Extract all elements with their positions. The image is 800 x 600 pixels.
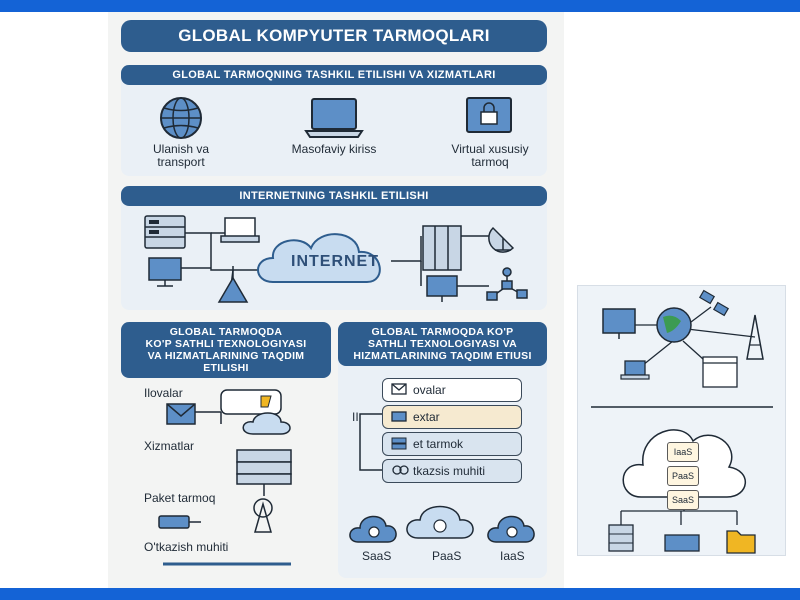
heading-line: ETILISHI [203, 362, 249, 374]
heading-line: KO'P SATHLI TEXNOLOGIYASI [145, 338, 307, 350]
cloud-label-paas: PaaS [432, 549, 462, 563]
item-remote-access-line1: Masofaviy kiriss [291, 142, 377, 156]
stack-layer-applications: ovalar [382, 378, 522, 402]
internet-cloud-icon [257, 233, 381, 283]
stack-bracket [359, 413, 382, 471]
label-transmission-medium: O'tkazish muhiti [144, 540, 229, 554]
label-services: Xizmatlar [144, 439, 195, 453]
stack-layer-label: extar [413, 410, 440, 424]
server-rack-icon [144, 215, 186, 249]
antenna-tower-icon [217, 266, 249, 303]
server-icon [391, 437, 407, 450]
side-network-illustration [591, 289, 773, 554]
internet-cloud-label: INTERNET [291, 253, 379, 270]
stack-layer-services: extar [382, 405, 522, 429]
side-browser-icon [702, 356, 738, 388]
saas-cloud-icon [349, 515, 397, 543]
lock-monitor-icon [466, 97, 512, 133]
server-stack-icon [236, 449, 292, 496]
side-server-icon [608, 524, 634, 552]
item-vpn-line2: tarmoq [471, 155, 509, 169]
services-cloud-icon [242, 412, 291, 435]
link-icon [392, 465, 409, 475]
side-tag-paas: PaaS [667, 466, 699, 486]
item-connection-line2: transport [157, 155, 205, 169]
heading-line: VA HIZMATLARINING TAQDIM [147, 350, 305, 362]
stack-layer-label: ovalar [413, 383, 446, 397]
side-storage-icon [664, 534, 700, 552]
side-globe-icon [656, 307, 692, 343]
label-packet-network: Paket tarmoq [144, 491, 216, 505]
globe-icon [160, 97, 202, 139]
cable-icon [158, 515, 201, 529]
screen-icon [391, 411, 407, 422]
section-global-network-heading: GLOBAL TARMOQNING TASHKIL ETILISHI VA XI… [121, 65, 547, 85]
cloud-label-saas: SaaS [362, 549, 392, 563]
building-servers-icon [422, 225, 462, 271]
item-vpn-label: Virtual xususiy tarmoq [435, 143, 545, 169]
heading-line: GLOBAL TARMOQDA [169, 326, 283, 338]
laptop-icon [304, 98, 364, 138]
side-services-cloud-icon [622, 429, 747, 498]
stack-icons [391, 383, 409, 475]
cloud-monitor-icon [426, 275, 458, 302]
desktop-monitor-icon [148, 257, 182, 287]
internet-diagram [144, 215, 528, 303]
section-multilayer-right-heading: GLOBAL TARMOQDA KO'P SATHLI TEXNOLOGIYAS… [338, 322, 547, 366]
heading-line: GLOBAL TARMOQDA KO'P [371, 326, 514, 338]
top-border-bar [0, 0, 800, 12]
page-title: GLOBAL KOMPYUTER TARMOQLARI [121, 20, 547, 52]
item-connection-line1: Ulanish va [152, 142, 210, 156]
side-folder-icon [726, 530, 756, 554]
side-tower-icon [746, 314, 764, 360]
satellite-dish-icon [488, 226, 515, 253]
item-remote-access-label: Masofaviy kiriss [270, 143, 398, 156]
side-tag-iaas: IaaS [667, 442, 699, 462]
heading-line: HIZMATLARINING TAQDIM ETIUSI [353, 350, 532, 362]
network-nodes-icon [486, 267, 528, 301]
item-connection-label: Ulanish va transport [135, 143, 227, 169]
side-satellite-icon [698, 289, 730, 317]
stack-layer-transmission: tkazsis muhiti [382, 459, 522, 483]
envelope-icon [166, 403, 196, 425]
section-multilayer-left-heading: GLOBAL TARMOQDA KO'P SATHLI TEXNOLOGIYAS… [121, 322, 331, 378]
side-laptop-icon [620, 360, 650, 380]
layers-diagram [158, 389, 292, 566]
router-icon [220, 217, 260, 243]
section-internet-heading: INTERNETNING TASHKIL ETILISHI [121, 186, 547, 206]
label-applications: Ilovalar [144, 386, 183, 400]
cloud-label-iaas: IaaS [500, 549, 525, 563]
stack-layer-label: et tarmok [413, 437, 464, 451]
stack-layer-packet-network: et tarmok [382, 432, 522, 456]
stack-side-mark: II [352, 410, 359, 424]
mail-icon [391, 383, 407, 395]
heading-line: SATHLI TEXNOLOGIYASI VA [367, 338, 518, 350]
wireless-antenna-icon [253, 498, 273, 533]
side-monitor-icon [602, 308, 636, 339]
side-tag-saas: SaaS [667, 490, 699, 510]
service-clouds [349, 505, 535, 543]
bottom-border-bar [0, 588, 800, 600]
iaas-cloud-icon [487, 515, 535, 543]
item-vpn-line1: Virtual xususiy [451, 142, 529, 156]
stack-layer-label: tkazsis muhiti [413, 464, 486, 478]
paas-cloud-icon [406, 505, 474, 539]
shopping-cart-icon [220, 389, 282, 415]
